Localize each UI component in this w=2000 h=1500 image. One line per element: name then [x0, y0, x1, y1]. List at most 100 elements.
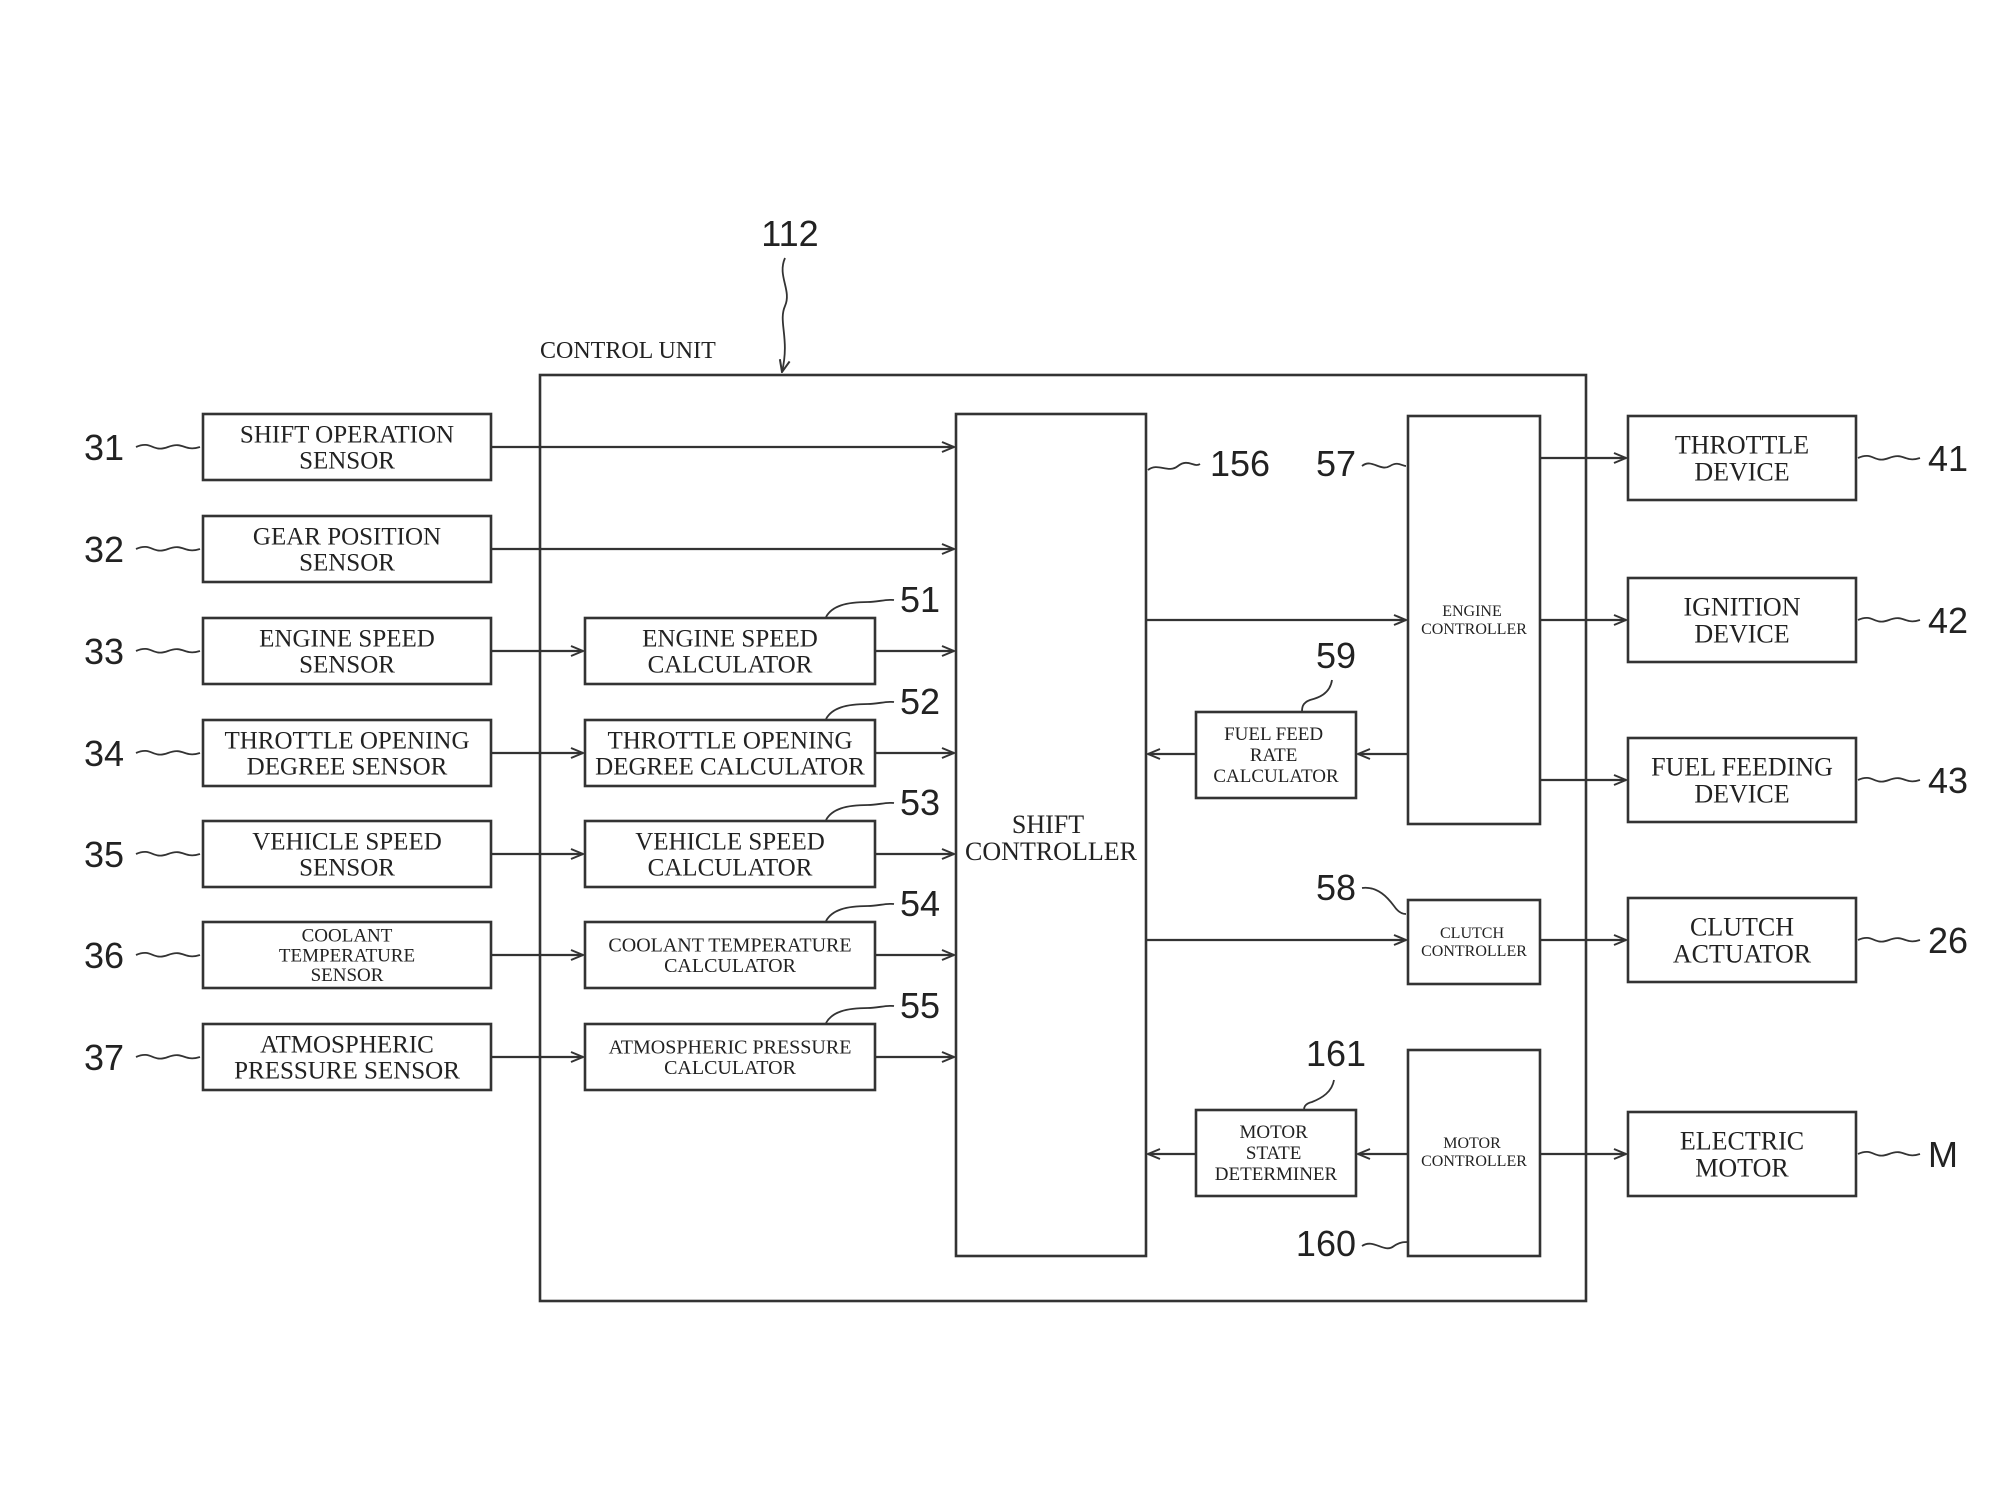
sensor-34-box — [201, 718, 493, 788]
sensor-32-ref: 32 — [84, 529, 124, 570]
calculator-55-ref: 55 — [900, 985, 940, 1026]
device-42-ref: 42 — [1928, 600, 1968, 641]
sensor-33-box — [201, 616, 493, 686]
device-M-line-1: ELECTRIC — [1680, 1126, 1804, 1155]
sensor-36-line-1: COOLANT — [302, 926, 393, 947]
calculator-54-ref-leader — [825, 902, 895, 922]
internal-connections — [1146, 620, 1408, 1154]
sensor-37-line-2: PRESSURE SENSOR — [234, 1058, 460, 1085]
motor-state-determiner-line-3: DETERMINER — [1215, 1164, 1338, 1185]
sensor-36-line-2: TEMPERATURE — [279, 946, 415, 967]
engine-controller-ref: 57 — [1316, 443, 1356, 484]
calculator-52-box — [583, 718, 877, 788]
fuel-feed-rate-calculator: FUEL FEED RATE CALCULATOR 59 — [1194, 635, 1358, 800]
device-26-box — [1626, 896, 1858, 984]
motor-controller-line-1: MOTOR — [1443, 1135, 1501, 1152]
calculator-51-line-1: ENGINE SPEED — [642, 626, 818, 653]
sensor-37-line-1: ATMOSPHERIC — [260, 1032, 434, 1059]
engine-controller: ENGINE CONTROLLER 57 — [1316, 414, 1542, 826]
calculator-55-line-1: ATMOSPHERIC PRESSURE — [609, 1036, 852, 1058]
control-unit-frame — [538, 373, 1588, 1303]
calculator-53-box — [583, 819, 877, 889]
motor-state-determiner-ref: 161 — [1306, 1033, 1366, 1074]
control-unit-ref: 112 — [761, 213, 818, 254]
sensor-34-ref: 34 — [84, 733, 124, 774]
device-43-ref: 43 — [1928, 760, 1968, 801]
shift-controller-ref: 156 — [1210, 443, 1270, 484]
sensor-36-line-3: SENSOR — [311, 965, 384, 986]
calculator-54-line-2: CALCULATOR — [664, 955, 797, 977]
calculator-54-box — [583, 920, 877, 990]
calculator-51-box — [583, 616, 877, 686]
device-M-box — [1626, 1110, 1858, 1198]
motor-state-determiner-line-2: STATE — [1246, 1143, 1301, 1164]
fuel-feed-rate-calculator-line-1: FUEL FEED — [1224, 724, 1323, 745]
calculator-53-ref-leader — [825, 801, 895, 821]
sensor-37-box — [201, 1022, 493, 1092]
motor-controller-ref-leader — [1361, 1241, 1409, 1250]
sensor-33-line-1: ENGINE SPEED — [259, 626, 435, 653]
sensor-33-ref: 33 — [84, 631, 124, 672]
engine-controller-label: ENGINE CONTROLLER — [1421, 603, 1527, 638]
sensor-36-box — [201, 920, 493, 990]
device-41-ref: 41 — [1928, 438, 1968, 479]
engine-controller-box — [1406, 414, 1542, 826]
sensor-35-ref-leader — [135, 850, 201, 857]
device-43-box — [1626, 736, 1858, 824]
motor-state-determiner: MOTOR STATE DETERMINER 161 — [1194, 1033, 1366, 1198]
motor-controller-line-2: CONTROLLER — [1421, 1153, 1527, 1170]
calculator-51-ref: 51 — [900, 579, 940, 620]
sensor-35-line-2: SENSOR — [299, 855, 395, 882]
calculator-53-line-1: VEHICLE SPEED — [635, 829, 825, 856]
sensor-35-ref: 35 — [84, 834, 124, 875]
motor-state-determiner-label: MOTOR STATE DETERMINER — [1215, 1122, 1338, 1185]
motor-state-determiner-ref-leader — [1303, 1079, 1335, 1111]
sensor-33-ref-leader — [135, 647, 201, 654]
device-43-line-1: FUEL FEEDING — [1651, 752, 1833, 781]
motor-controller-ref: 160 — [1296, 1223, 1356, 1264]
device-26-line-1: CLUTCH — [1690, 912, 1794, 941]
sensor-37-ref-leader — [135, 1053, 201, 1060]
shift-controller-ref-leader — [1147, 461, 1201, 471]
clutch-controller-label: CLUTCH CONTROLLER — [1421, 925, 1527, 960]
sensor-32-ref-leader — [135, 545, 201, 552]
sensor-32-line-1: GEAR POSITION — [253, 524, 441, 551]
shift-controller-label: SHIFT CONTROLLER — [965, 810, 1138, 866]
calculator-52-ref-leader — [825, 700, 895, 720]
calculator-55-ref-leader — [825, 1004, 895, 1024]
calculator-51-line-2: CALCULATOR — [648, 652, 813, 679]
clutch-controller-ref: 58 — [1316, 867, 1356, 908]
engine-controller-ref-leader — [1361, 462, 1407, 469]
shift-controller: SHIFT CONTROLLER 156 — [954, 412, 1270, 1258]
fuel-feed-rate-calculator-line-2: RATE — [1250, 745, 1298, 766]
fuel-feed-rate-calculator-line-3: CALCULATOR — [1213, 766, 1339, 787]
device-26-line-2: ACTUATOR — [1673, 939, 1812, 968]
calculator-55-line-2: CALCULATOR — [664, 1057, 797, 1079]
calculator-53-ref: 53 — [900, 782, 940, 823]
sensor-34-line-2: DEGREE SENSOR — [247, 754, 448, 781]
calculator-53-line-2: CALCULATOR — [648, 855, 813, 882]
sensor-35-line-1: VEHICLE SPEED — [252, 829, 442, 856]
clutch-controller-box — [1406, 898, 1542, 986]
sensor-34-ref-leader — [135, 749, 201, 756]
device-42-ref-leader — [1857, 616, 1921, 623]
engine-controller-line-1: ENGINE — [1442, 603, 1502, 620]
